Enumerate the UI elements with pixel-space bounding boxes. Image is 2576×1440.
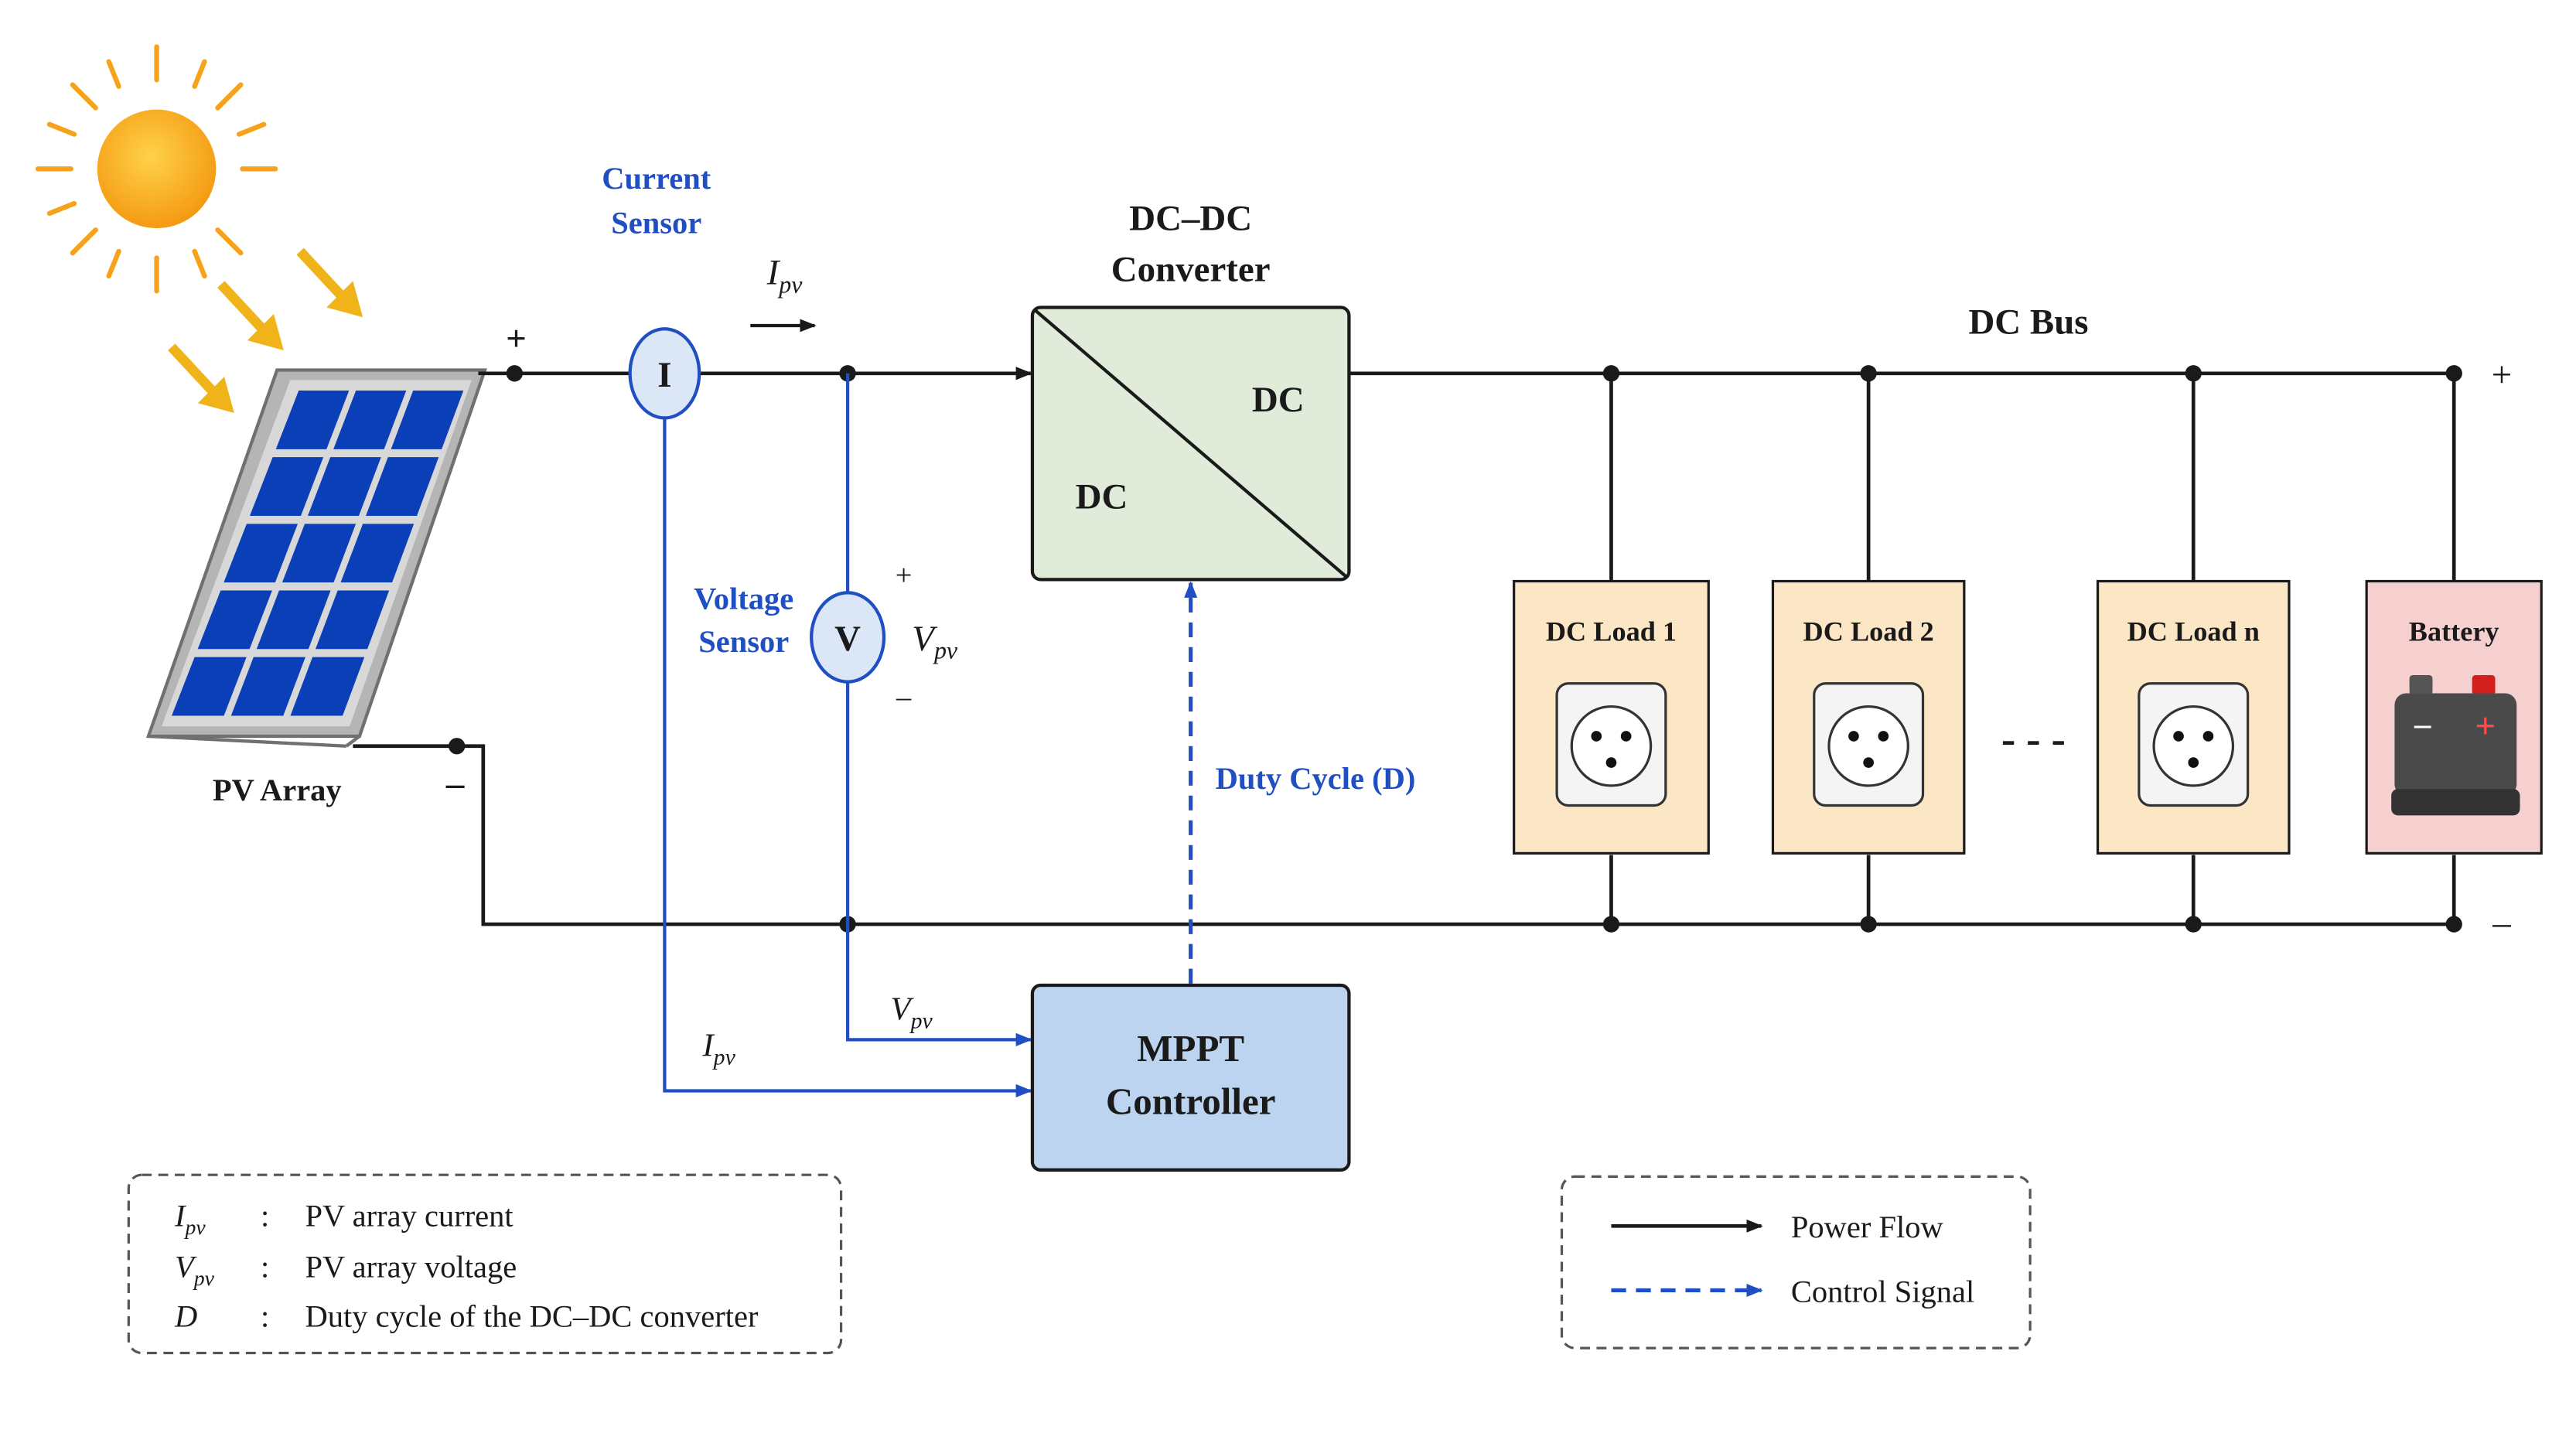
junction-dots [449, 365, 2462, 933]
battery-block: Battery – + [2365, 579, 2543, 855]
mppt-controller-block: MPPT Controller [1030, 983, 1351, 1172]
battery-plus: + [2475, 706, 2496, 746]
power-flow-legend-label: Power Flow [1791, 1210, 1944, 1244]
legend-symbol: D [174, 1298, 197, 1333]
power-wires [353, 367, 2456, 926]
duty-cycle-label: Duty Cycle (D) [1216, 761, 1416, 796]
converter-title-line2: Converter [1111, 249, 1271, 289]
ipv-symbol: I [766, 253, 781, 293]
dc-loads: DC Load 1 DC Load 2 DC Load n [1513, 579, 2291, 855]
pv-plus-terminal: + [506, 319, 527, 359]
converter-title-line1: DC–DC [1129, 198, 1252, 238]
pv-cell [340, 524, 415, 583]
pv-cell [172, 657, 247, 716]
converter-input-label: DC [1076, 477, 1128, 517]
legend-separator: : [261, 1198, 269, 1233]
sunlight-rays-icon [168, 247, 363, 413]
line-legend: Power Flow Control Signal [1560, 1175, 2032, 1350]
voltage-sensor-label-line1: Voltage [694, 582, 793, 616]
symbol-legend-row: D: Duty cycle of the DC–DC converter [174, 1298, 759, 1333]
ipv-subscript: pv [777, 271, 803, 298]
pv-cell [256, 590, 331, 650]
legend-description: PV array current [305, 1198, 514, 1233]
control-wires [663, 373, 1032, 1097]
dc-load-label: DC Load n [2127, 616, 2260, 647]
legend-description: PV array voltage [305, 1249, 517, 1284]
dc-load-label: DC Load 1 [1546, 616, 1677, 647]
loads-ellipsis: - - - [2001, 715, 2066, 762]
voltage-sensor-symbol: V [834, 619, 861, 659]
current-sensor: I [628, 327, 701, 420]
vpv-control-label: Vpv [891, 991, 933, 1034]
pv-cell [281, 524, 357, 583]
pv-array-label: PV Array [213, 773, 342, 807]
legend-symbol: Ipv [174, 1198, 206, 1239]
pv-minus-terminal: – [445, 764, 465, 804]
battery-minus: – [2414, 706, 2431, 742]
power-outlet-icon [1813, 682, 1925, 807]
voltage-sensor-label-line2: Sensor [698, 624, 789, 659]
dc-load-1: DC Load 1 [1513, 579, 1710, 855]
converter-output-label: DC [1252, 380, 1305, 420]
pv-panel-icon [145, 368, 487, 748]
dc-bus-label: DC Bus [1968, 302, 2088, 343]
dc-load-3: DC Load n [2096, 579, 2291, 855]
pv-cell [197, 590, 272, 650]
voltage-sensor: V [810, 591, 886, 684]
bus-plus-terminal: + [2492, 355, 2512, 395]
pv-cell [275, 391, 350, 449]
vpv-sensor-plus: + [896, 559, 913, 592]
symbol-legend-row: Ipv: PV array current [174, 1198, 513, 1239]
legend-separator: : [261, 1249, 269, 1284]
symbol-legend-row: Vpv: PV array voltage [175, 1249, 517, 1290]
power-outlet-icon [2138, 682, 2250, 807]
control-signal-legend-label: Control Signal [1791, 1274, 1974, 1309]
pv-cell [290, 657, 365, 716]
vpv-sensor-label: Vpv [912, 619, 958, 664]
svg-text:Ipv: Ipv [766, 253, 804, 299]
vpv-sensor-minus: – [896, 681, 912, 714]
ipv-control-label: Ipv [701, 1028, 735, 1070]
dc-load-label: DC Load 2 [1803, 616, 1934, 647]
legend-symbol: Vpv [175, 1249, 215, 1290]
pv-cell [366, 457, 439, 517]
battery-label: Battery [2409, 616, 2499, 647]
pv-cell [249, 457, 324, 517]
current-sensor-label-line2: Sensor [611, 206, 701, 241]
mppt-label-line2: Controller [1106, 1080, 1276, 1122]
sun-icon [35, 44, 278, 294]
current-sensor-label-line1: Current [602, 161, 711, 196]
pv-cell [308, 457, 381, 517]
pv-cell [316, 590, 390, 650]
pv-cell [230, 657, 305, 716]
mppt-label-line1: MPPT [1137, 1027, 1244, 1070]
battery-icon: – + [2391, 675, 2520, 816]
dc-dc-converter-block: DC DC [1030, 305, 1351, 582]
pv-cell [333, 391, 407, 449]
power-outlet-icon [1555, 682, 1667, 807]
ipv-flow-label: Ipv [750, 253, 817, 333]
pv-cell [391, 391, 464, 449]
legend-separator: : [261, 1298, 269, 1333]
legend-description: Duty cycle of the DC–DC converter [305, 1298, 759, 1333]
dc-load-2: DC Load 2 [1771, 579, 1966, 855]
current-sensor-symbol: I [657, 355, 671, 395]
pv-cell [223, 524, 299, 583]
bus-minus-terminal: – [2492, 903, 2511, 943]
